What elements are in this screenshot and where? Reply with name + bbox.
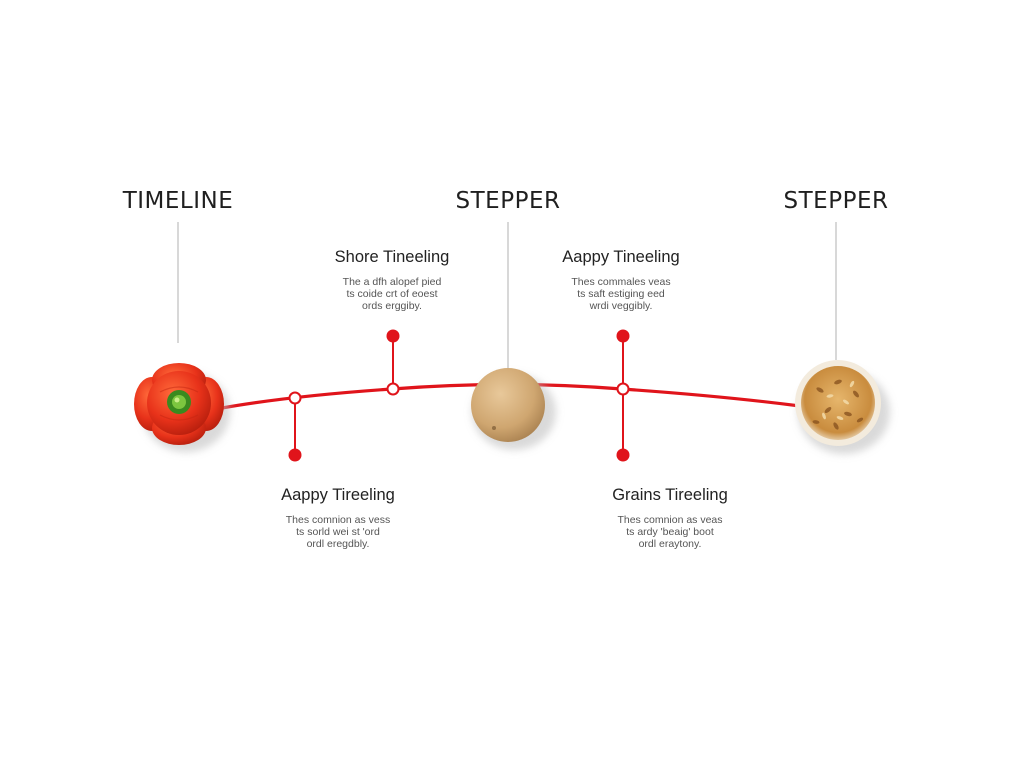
milestone-ring-2 <box>386 382 400 396</box>
milestone-ring-3 <box>616 382 630 396</box>
grains-icon <box>795 360 890 454</box>
step-description-4-line: ordl eraytony. <box>638 538 702 550</box>
step-title-2: Aappy Tireeling <box>281 486 395 504</box>
step-card-1: Shore Tineeling The a dfh alopef pied ts… <box>302 248 482 312</box>
step-description-2-line: Thes comnion as vess <box>285 514 391 526</box>
tomato-icon <box>134 363 230 452</box>
milestone-dot-2 <box>386 329 400 343</box>
step-title-4: Grains Tireeling <box>612 486 728 504</box>
milestone-dot-4 <box>616 448 630 462</box>
milestone-ring-1 <box>288 391 302 405</box>
step-description-2-line: ts sorld wei st 'ord <box>296 526 380 538</box>
step-description-4-line: Thes comnion as veas <box>617 514 723 526</box>
step-title-3: Aappy Tineeling <box>562 248 680 266</box>
header-stepper-center: STEPPER <box>455 188 561 214</box>
milestone-dot-3 <box>616 329 630 343</box>
step-title-1: Shore Tineeling <box>334 248 450 266</box>
step-description-3-line: Thes commales veas <box>571 276 671 288</box>
step-description-4-line: ts ardy 'beaig' boot <box>626 526 714 538</box>
step-description-4: Thes comnion as veas ts ardy 'beaig' boo… <box>580 514 760 550</box>
step-description-1-line: ts coide crt of eoest <box>346 288 438 300</box>
step-card-3: Aappy Tineeling Thes commales veas ts sa… <box>531 248 711 312</box>
step-card-2: Aappy Tireeling Thes comnion as vess ts … <box>248 486 428 550</box>
step-card-4: Grains Tireeling Thes comnion as veas ts… <box>580 486 760 550</box>
melon-icon <box>471 368 556 450</box>
step-description-1: The a dfh alopef pied ts coide crt of eo… <box>302 276 482 312</box>
step-description-1-line: The a dfh alopef pied <box>342 276 442 288</box>
milestone-dot-1 <box>288 448 302 462</box>
step-description-3: Thes commales veas ts saft estiging eed … <box>531 276 711 312</box>
header-stepper-right: STEPPER <box>783 188 889 214</box>
step-description-2-line: ordl eregdbly. <box>306 538 370 550</box>
step-description-2: Thes comnion as vess ts sorld wei st 'or… <box>248 514 428 550</box>
step-description-1-line: ords erggiby. <box>362 300 422 312</box>
step-description-3-line: wrdi veggibly. <box>589 300 653 312</box>
step-description-3-line: ts saft estiging eed <box>577 288 665 300</box>
header-timeline: TIMELINE <box>122 188 234 214</box>
